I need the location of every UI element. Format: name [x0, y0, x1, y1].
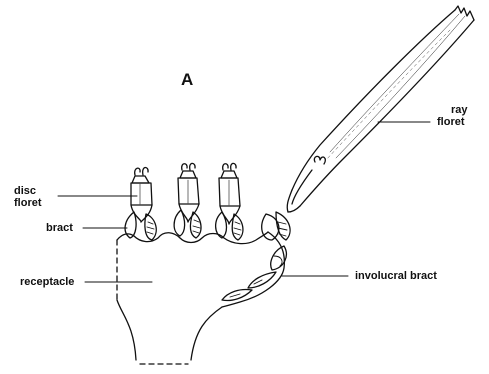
- ray-floret-label: ray floret: [437, 104, 468, 128]
- disc-floret-label-line1: disc: [14, 185, 42, 197]
- receptacle-outline: [117, 232, 284, 364]
- leader-lines: [58, 122, 430, 282]
- disc-floret-3: [216, 163, 243, 240]
- panel-label: A: [181, 70, 193, 90]
- ray-floret-label-line1: ray: [437, 104, 468, 116]
- disc-floret-label-line2: floret: [14, 197, 42, 209]
- bract-label: bract: [46, 222, 73, 234]
- ray-floret-label-line2: floret: [437, 116, 468, 128]
- disc-floret-label: disc floret: [14, 185, 42, 209]
- disc-floret-2: [174, 163, 201, 238]
- involucral-bract-label: involucral bract: [355, 270, 437, 282]
- disc-floret-1: [125, 167, 156, 240]
- receptacle-label: receptacle: [20, 276, 74, 288]
